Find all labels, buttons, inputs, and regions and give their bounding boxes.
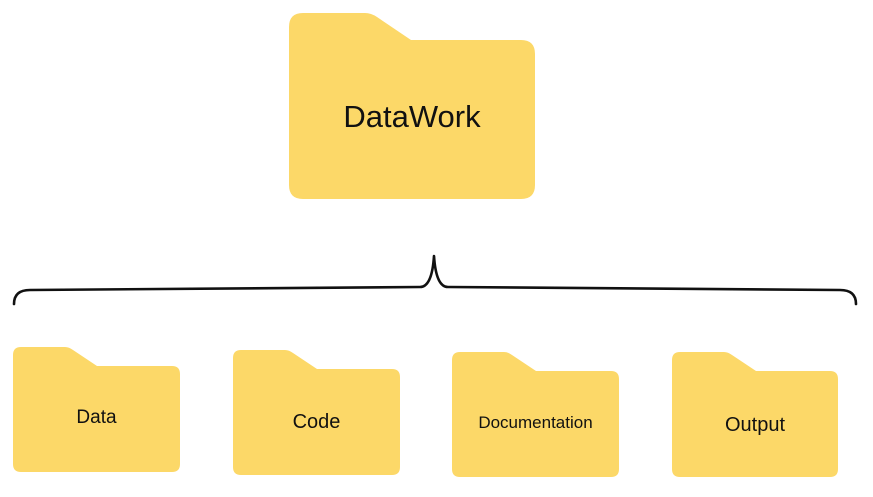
folder-label: Documentation bbox=[478, 413, 593, 432]
folder-icon bbox=[233, 350, 400, 475]
folder-documentation[interactable]: Documentation bbox=[452, 352, 619, 477]
folder-icon bbox=[452, 352, 619, 477]
folder-icon bbox=[13, 347, 180, 472]
folder-datawork[interactable]: DataWork bbox=[289, 13, 535, 199]
folder-label: Output bbox=[724, 414, 786, 436]
folder-icon bbox=[289, 13, 535, 199]
folder-label: DataWork bbox=[343, 99, 481, 134]
folder-label: Data bbox=[76, 407, 117, 428]
folder-icon bbox=[672, 352, 838, 477]
folder-label: Code bbox=[292, 411, 341, 433]
folder-data[interactable]: Data bbox=[13, 347, 180, 472]
folder-output[interactable]: Output bbox=[672, 352, 838, 477]
folder-code[interactable]: Code bbox=[233, 350, 400, 475]
